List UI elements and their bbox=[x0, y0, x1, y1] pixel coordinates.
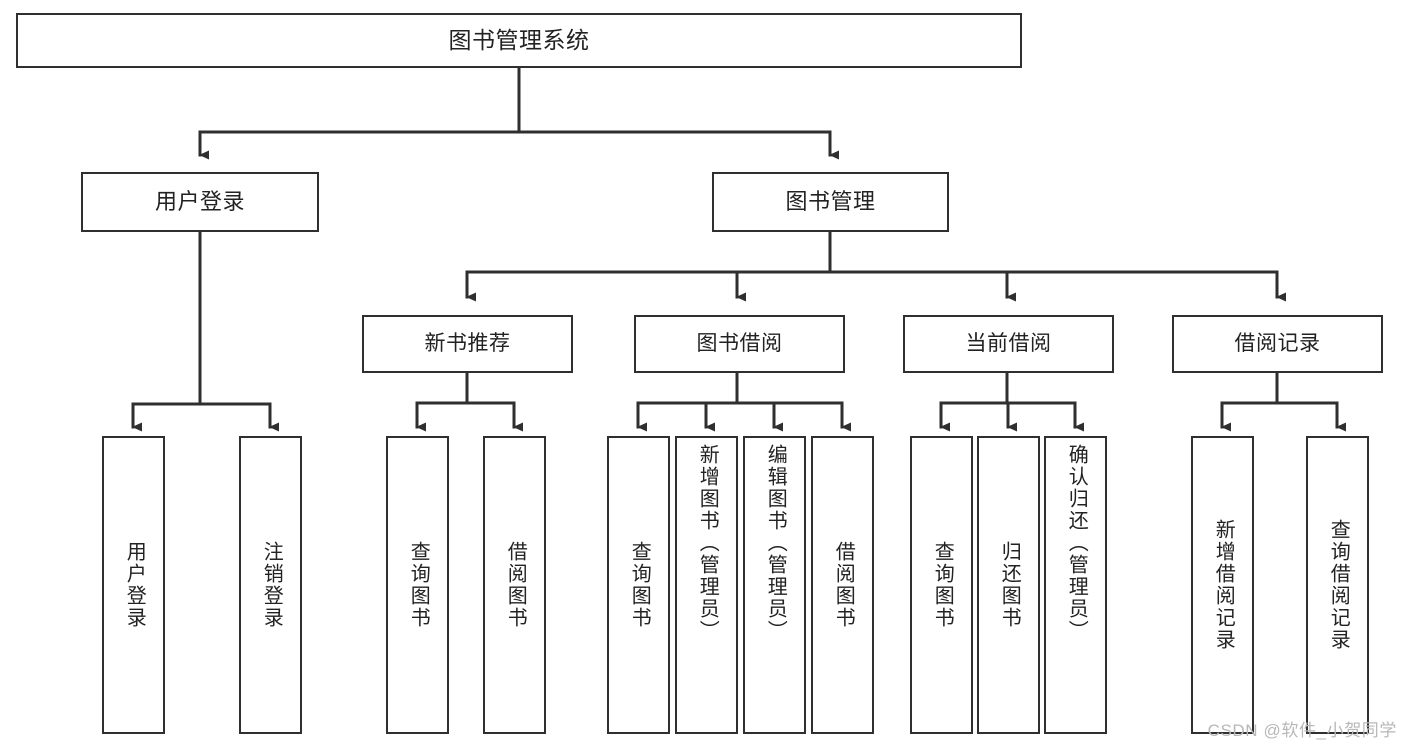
node-label: 新增借阅记录 bbox=[1212, 519, 1235, 651]
node-label: 当前借阅 bbox=[965, 331, 1052, 355]
node-book-borrow[interactable]: 图书借阅 bbox=[634, 315, 845, 373]
node-label: 图书借阅 bbox=[696, 331, 783, 355]
watermark-text: CSDN @软件_小贺同学 bbox=[1207, 721, 1397, 740]
node-leaf-query-book-recommend[interactable]: 查询图书 bbox=[386, 436, 449, 734]
node-leaf-add-borrow-record[interactable]: 新增借阅记录 bbox=[1191, 436, 1254, 734]
node-label: 查询图书 bbox=[407, 541, 430, 629]
node-label: 查询借阅记录 bbox=[1327, 519, 1350, 651]
node-label: 用户登录 bbox=[123, 541, 146, 629]
node-label: 图书管理系统 bbox=[448, 27, 590, 54]
node-leaf-user-logout[interactable]: 注销登录 bbox=[239, 436, 302, 734]
node-label: 查询图书 bbox=[931, 541, 954, 629]
node-leaf-confirm-return-admin[interactable]: 确认归还（管理员） bbox=[1044, 436, 1107, 734]
node-label: 图书管理 bbox=[785, 189, 876, 215]
node-leaf-query-book-borrow[interactable]: 查询图书 bbox=[607, 436, 670, 734]
node-new-book-recommend[interactable]: 新书推荐 bbox=[362, 315, 573, 373]
node-leaf-edit-book-admin[interactable]: 编辑图书（管理员） bbox=[743, 436, 806, 734]
node-label: 注销登录 bbox=[260, 541, 283, 629]
node-label: 用户登录 bbox=[154, 189, 245, 215]
node-label: 借阅图书 bbox=[504, 541, 527, 629]
node-label: 编辑图书（管理员） bbox=[764, 444, 787, 642]
node-book-management-system[interactable]: 图书管理系统 bbox=[16, 13, 1022, 68]
node-leaf-borrow-book[interactable]: 借阅图书 bbox=[811, 436, 874, 734]
node-label: 新书推荐 bbox=[424, 331, 511, 355]
node-user-login[interactable]: 用户登录 bbox=[81, 172, 319, 232]
node-label: 新增图书（管理员） bbox=[696, 444, 719, 642]
node-label: 查询图书 bbox=[628, 541, 651, 629]
node-leaf-add-book-admin[interactable]: 新增图书（管理员） bbox=[675, 436, 738, 734]
node-borrow-record[interactable]: 借阅记录 bbox=[1172, 315, 1383, 373]
node-current-borrow[interactable]: 当前借阅 bbox=[903, 315, 1114, 373]
node-leaf-query-book-current[interactable]: 查询图书 bbox=[910, 436, 973, 734]
node-leaf-query-borrow-record[interactable]: 查询借阅记录 bbox=[1306, 436, 1369, 734]
node-label: 归还图书 bbox=[998, 541, 1021, 629]
node-leaf-return-book[interactable]: 归还图书 bbox=[977, 436, 1040, 734]
node-leaf-borrow-book-recommend[interactable]: 借阅图书 bbox=[483, 436, 546, 734]
node-book-management[interactable]: 图书管理 bbox=[712, 172, 949, 232]
node-leaf-user-login[interactable]: 用户登录 bbox=[102, 436, 165, 734]
node-label: 借阅记录 bbox=[1234, 331, 1321, 355]
node-label: 确认归还（管理员） bbox=[1065, 444, 1088, 642]
node-label: 借阅图书 bbox=[832, 541, 855, 629]
